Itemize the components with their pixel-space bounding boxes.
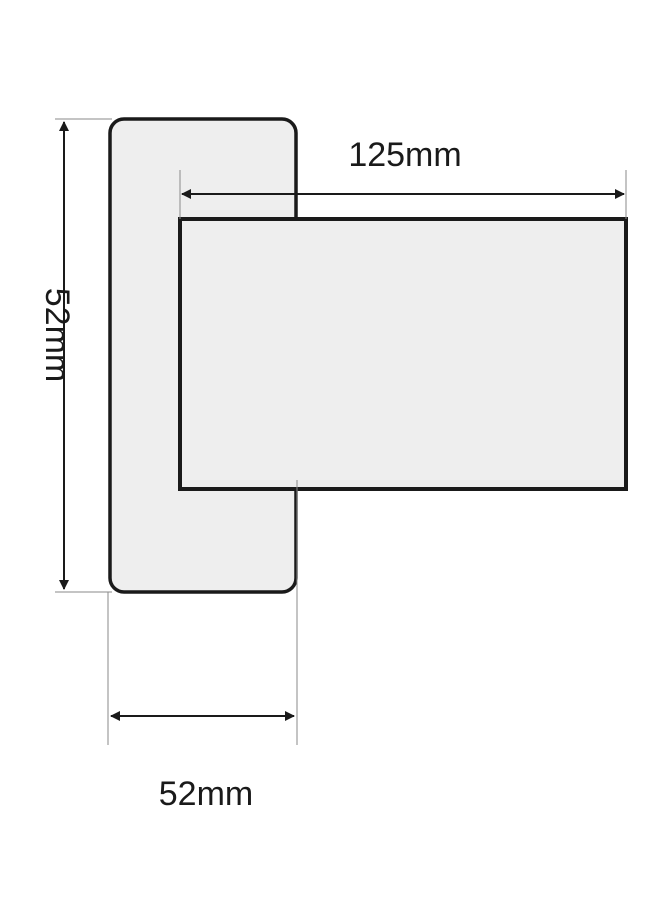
width-label: 52mm <box>159 775 253 813</box>
height-label: 52mm <box>38 288 76 382</box>
length-label: 125mm <box>348 136 461 174</box>
rail-bar <box>178 217 628 491</box>
extension-lines <box>55 118 627 745</box>
